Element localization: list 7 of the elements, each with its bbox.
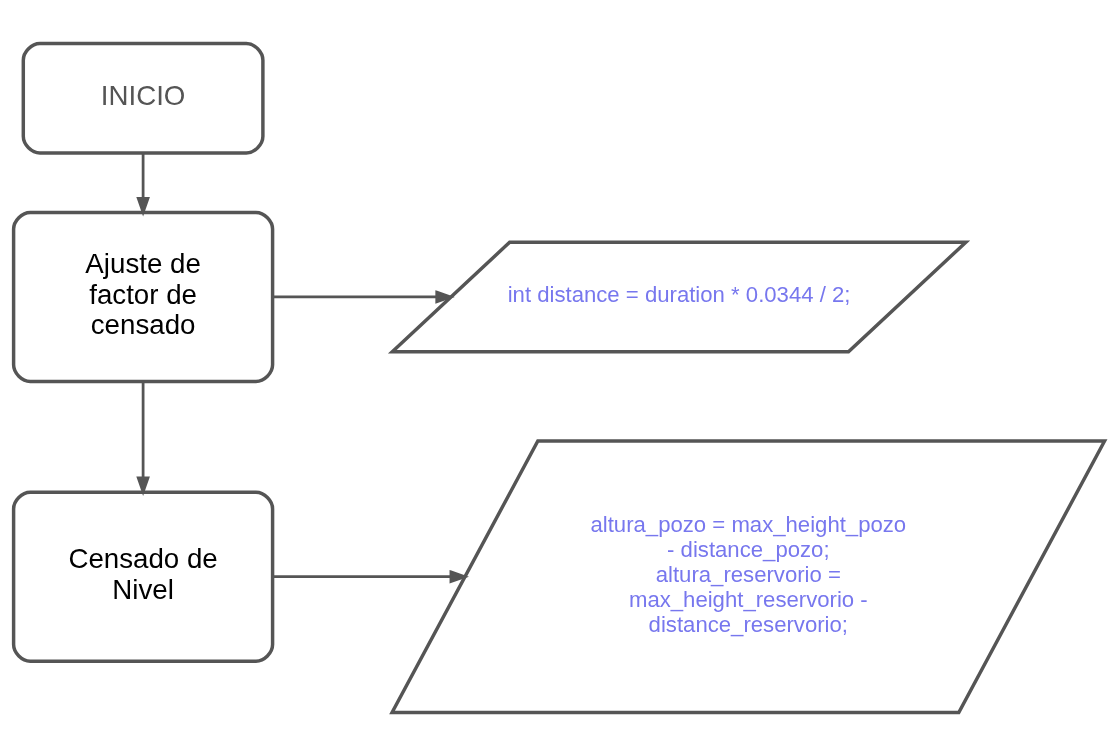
node-box: INICIO — [21, 41, 265, 155]
node-box: Censado de Nivel — [11, 490, 275, 663]
arrow — [136, 381, 150, 496]
arrow — [272, 289, 455, 304]
arrow — [136, 152, 150, 216]
arrow — [273, 569, 469, 584]
node-box: Ajuste de factor de censado — [11, 210, 275, 383]
